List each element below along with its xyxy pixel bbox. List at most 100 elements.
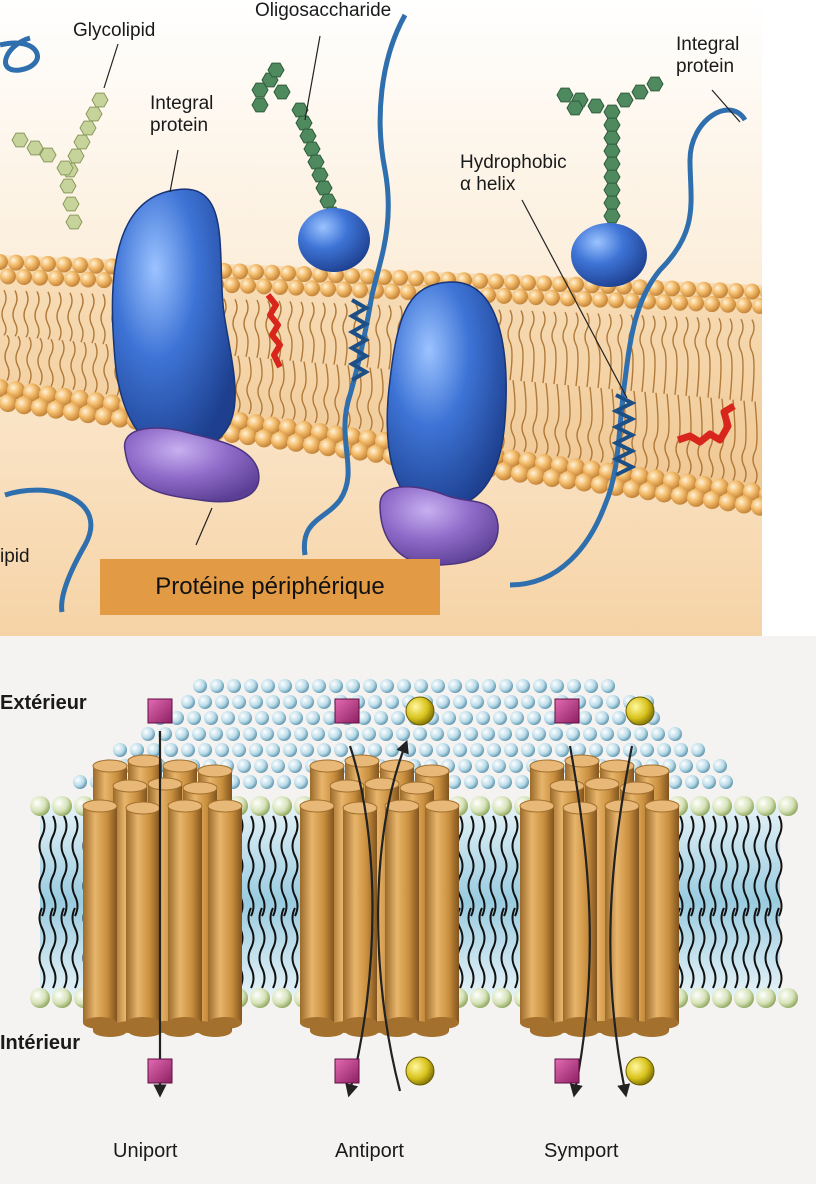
lipid-tail xyxy=(103,343,109,395)
lipid-head xyxy=(362,727,376,741)
helix-cylinder xyxy=(168,806,202,1023)
lipid-head xyxy=(329,679,343,693)
lipid-head xyxy=(663,471,681,490)
lipid-tail xyxy=(243,299,249,357)
lipid-tail xyxy=(265,300,271,359)
lipid-head xyxy=(634,727,648,741)
lipid-head xyxy=(495,462,513,481)
lipid-tail xyxy=(709,907,717,989)
solute-square xyxy=(147,698,173,724)
lipid-head xyxy=(512,288,528,305)
lipid-head xyxy=(516,679,530,693)
lipid-tail xyxy=(576,385,582,460)
lipid-head xyxy=(668,775,682,789)
lipid-head xyxy=(606,743,620,757)
lipid-head xyxy=(535,453,553,472)
transport-arrow xyxy=(376,739,409,1092)
sugar-unit xyxy=(631,84,649,100)
lipid-head xyxy=(719,775,733,789)
sugar-unit xyxy=(311,167,329,183)
lipid-head xyxy=(226,727,240,741)
transmembrane-chain-middle xyxy=(301,13,408,556)
lipid-head xyxy=(30,796,50,816)
lipid-tail xyxy=(687,907,695,989)
lipid-head xyxy=(300,695,314,709)
solute-square xyxy=(334,698,360,724)
lipid-tail xyxy=(543,383,549,456)
helix-cylinder xyxy=(645,806,679,1023)
lipid-tail xyxy=(232,298,238,356)
lipid-head xyxy=(550,679,564,693)
sugar-unit xyxy=(267,62,285,78)
lipid-head xyxy=(498,775,512,789)
lipid-head xyxy=(352,282,368,299)
lipid-tail xyxy=(26,336,32,384)
lipid-head xyxy=(664,280,680,297)
lipid-head xyxy=(239,427,257,446)
lipid-tail xyxy=(731,907,739,989)
sugar-unit xyxy=(299,128,317,144)
lipid-tail xyxy=(716,317,722,399)
lipid-head xyxy=(198,695,212,709)
lipid-head xyxy=(71,390,89,409)
sugar-unit xyxy=(59,178,77,194)
lipid-head xyxy=(492,759,506,773)
sugar-unit xyxy=(556,87,574,103)
lipid-tail xyxy=(727,318,733,400)
lipid-tail xyxy=(15,335,21,383)
lipid-tail xyxy=(738,318,744,401)
lipid-head xyxy=(232,695,246,709)
lipid-head xyxy=(303,435,321,454)
lipid-head xyxy=(181,743,195,757)
helix-cylinder-top xyxy=(364,777,400,791)
lipid-tail xyxy=(246,356,252,415)
lipid-head xyxy=(215,695,229,709)
sugar-unit xyxy=(603,130,621,146)
lipid-head xyxy=(538,695,552,709)
lipid-tail xyxy=(752,401,758,484)
lipid-tail xyxy=(500,907,508,989)
sugar-unit xyxy=(307,154,325,170)
sugar-unit xyxy=(603,104,621,120)
lipid-head xyxy=(668,727,682,741)
lipid-tails xyxy=(1,289,758,484)
lipid-head xyxy=(623,743,637,757)
lipid-head xyxy=(578,711,592,725)
lipid-tail xyxy=(478,907,486,989)
lipid-tail xyxy=(764,815,772,917)
lipid-tail xyxy=(705,317,711,398)
solutes xyxy=(147,696,655,1086)
lipid-tail xyxy=(331,302,337,365)
transport-arrow xyxy=(345,745,374,1098)
lipid-head xyxy=(271,759,285,773)
lipid-head xyxy=(363,679,377,693)
lipid-head xyxy=(532,727,546,741)
lipid-tail xyxy=(631,390,637,468)
hydrophobic-helix-label: Hydrophobic α helix xyxy=(460,152,567,195)
lipid-head xyxy=(465,679,479,693)
lipid-tail xyxy=(92,342,98,393)
lipid-head xyxy=(0,394,17,413)
lipid-tail xyxy=(60,815,68,917)
sugar-unit xyxy=(603,169,621,185)
peripheral-protein-callout: Protéine périphérique xyxy=(100,559,440,615)
lipid-tail xyxy=(639,314,645,392)
lipid-head xyxy=(323,711,337,725)
lipid-head xyxy=(272,988,292,1008)
lipid-head xyxy=(283,743,297,757)
sugar-unit xyxy=(587,98,605,114)
lipid-head xyxy=(31,398,49,417)
lipid-head xyxy=(254,759,268,773)
helix-cylinder xyxy=(208,806,242,1023)
lipid-tail xyxy=(562,311,568,386)
lipid-tail xyxy=(291,907,299,989)
lipid-head xyxy=(555,743,569,757)
helix-cylinder-bottom xyxy=(563,1017,597,1029)
helix-cylinder xyxy=(126,808,160,1023)
lipid-head xyxy=(79,405,97,424)
lipid-head xyxy=(192,727,206,741)
lipid-head xyxy=(351,442,369,461)
lipid-head xyxy=(272,796,292,816)
helix-cylinder-bottom xyxy=(168,1017,202,1029)
lipid-head xyxy=(289,711,303,725)
